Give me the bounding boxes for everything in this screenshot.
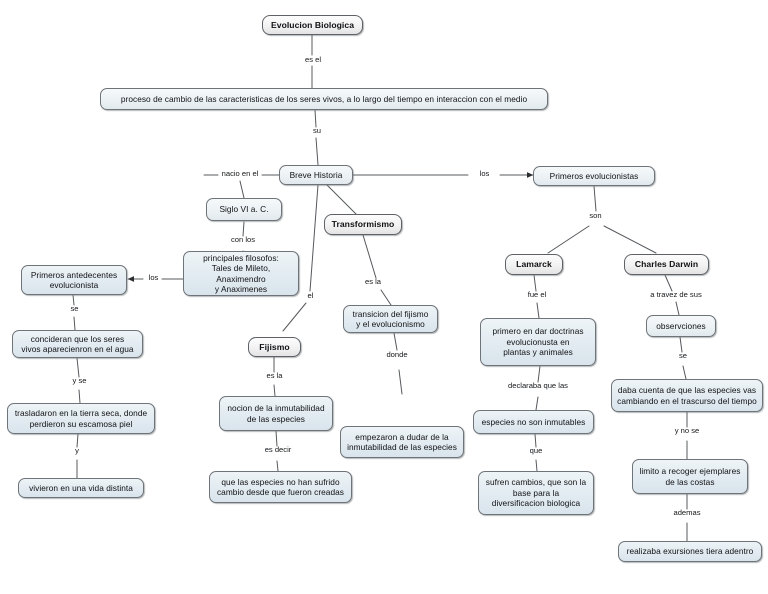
edge-label-es-decir: es decir: [264, 445, 292, 454]
edge-label-los-primeros-evolucionistas: los: [479, 169, 490, 178]
node-nocion-inmutabilidad[interactable]: nocion de la inmutabilidad de las especi…: [219, 396, 333, 431]
edge-label-es-la-fijismo: es la: [266, 371, 283, 380]
node-primero-doctrinas[interactable]: primero en dar doctrinas evolucionusta e…: [480, 318, 596, 366]
node-especies-no-inmutables[interactable]: especies no son inmutables: [473, 410, 594, 434]
edge-label-fue-el: fue el: [527, 290, 547, 299]
edge-label-los-antecedentes: los: [148, 273, 159, 282]
edge-label-su: su: [312, 126, 322, 135]
node-daba-cuenta-especies[interactable]: daba cuenta de que las especies vas camb…: [611, 379, 763, 412]
node-sufren-cambios[interactable]: sufren cambios, que son la base para la …: [478, 471, 594, 515]
edge-label-y: y: [75, 446, 79, 455]
edge-label-que: que: [529, 446, 543, 455]
node-especies-no-han-sufrido[interactable]: que las especies no han sufrido cambio d…: [209, 471, 352, 503]
node-realizaba-exursiones[interactable]: realizaba exursiones tiera adentro: [618, 541, 762, 562]
node-lamarck[interactable]: Lamarck: [505, 254, 563, 275]
node-breve-historia[interactable]: Breve Historia: [279, 165, 353, 185]
node-empezaron-a-dudar[interactable]: empezaron a dudar de la inmutabilidad de…: [340, 426, 464, 458]
node-limito-recoger-ejemplares[interactable]: limito a recoger ejemplares de las costa…: [632, 459, 748, 494]
node-siglo-vi[interactable]: Siglo VI a. C.: [206, 198, 282, 221]
edge-label-con-los: con los: [230, 235, 256, 244]
edge-label-declaraba-que-las: declaraba que las: [508, 381, 568, 390]
edge-label-es-la-transformismo: es la: [364, 277, 382, 286]
node-fijismo[interactable]: Fijismo: [248, 337, 301, 357]
node-principales-filosofos[interactable]: principales filosofos: Tales de Mileto, …: [183, 251, 299, 296]
edge-label-y-se: y se: [72, 376, 87, 385]
edge-label-se-antecedentes: se: [70, 304, 79, 313]
edge-label-nacio-en-el: nacio en el: [221, 169, 259, 178]
node-primeros-antedecentes[interactable]: Primeros antedecentes evolucionista: [21, 265, 127, 295]
node-concideran-seres-vivos[interactable]: concideran que los seres vivos aparecien…: [12, 330, 143, 358]
node-primeros-evolucionistas[interactable]: Primeros evolucionistas: [533, 166, 655, 186]
edge-label-y-no-se: y no se: [674, 426, 700, 435]
edge-label-el-fijismo: el: [307, 291, 314, 300]
node-observaciones[interactable]: observciones: [646, 315, 716, 337]
node-vivieron-vida-distinta[interactable]: vivieron en una vida distinta: [18, 478, 144, 498]
edge-label-ademas: ademas: [673, 508, 701, 517]
edge-label-a-travez-de-sus: a travez de sus: [650, 290, 702, 299]
node-transformismo[interactable]: Transformismo: [324, 214, 402, 235]
node-proceso-de-cambio[interactable]: proceso de cambio de las caracteristicas…: [100, 88, 548, 110]
node-transicion-fijismo[interactable]: transicion del fijismo y el evolucionism…: [343, 305, 438, 333]
edge-label-es-el: es el: [304, 55, 322, 64]
edge-label-se-observaciones: se: [678, 351, 688, 360]
edge-label-donde: donde: [386, 350, 408, 359]
node-evolucion-biologica[interactable]: Evolucion Biologica: [262, 15, 363, 35]
node-trasladaron-tierra-seca[interactable]: trasladaron en la tierra seca, donde per…: [7, 403, 155, 434]
edge-label-son: son: [589, 211, 602, 220]
node-charles-darwin[interactable]: Charles Darwin: [624, 254, 709, 275]
